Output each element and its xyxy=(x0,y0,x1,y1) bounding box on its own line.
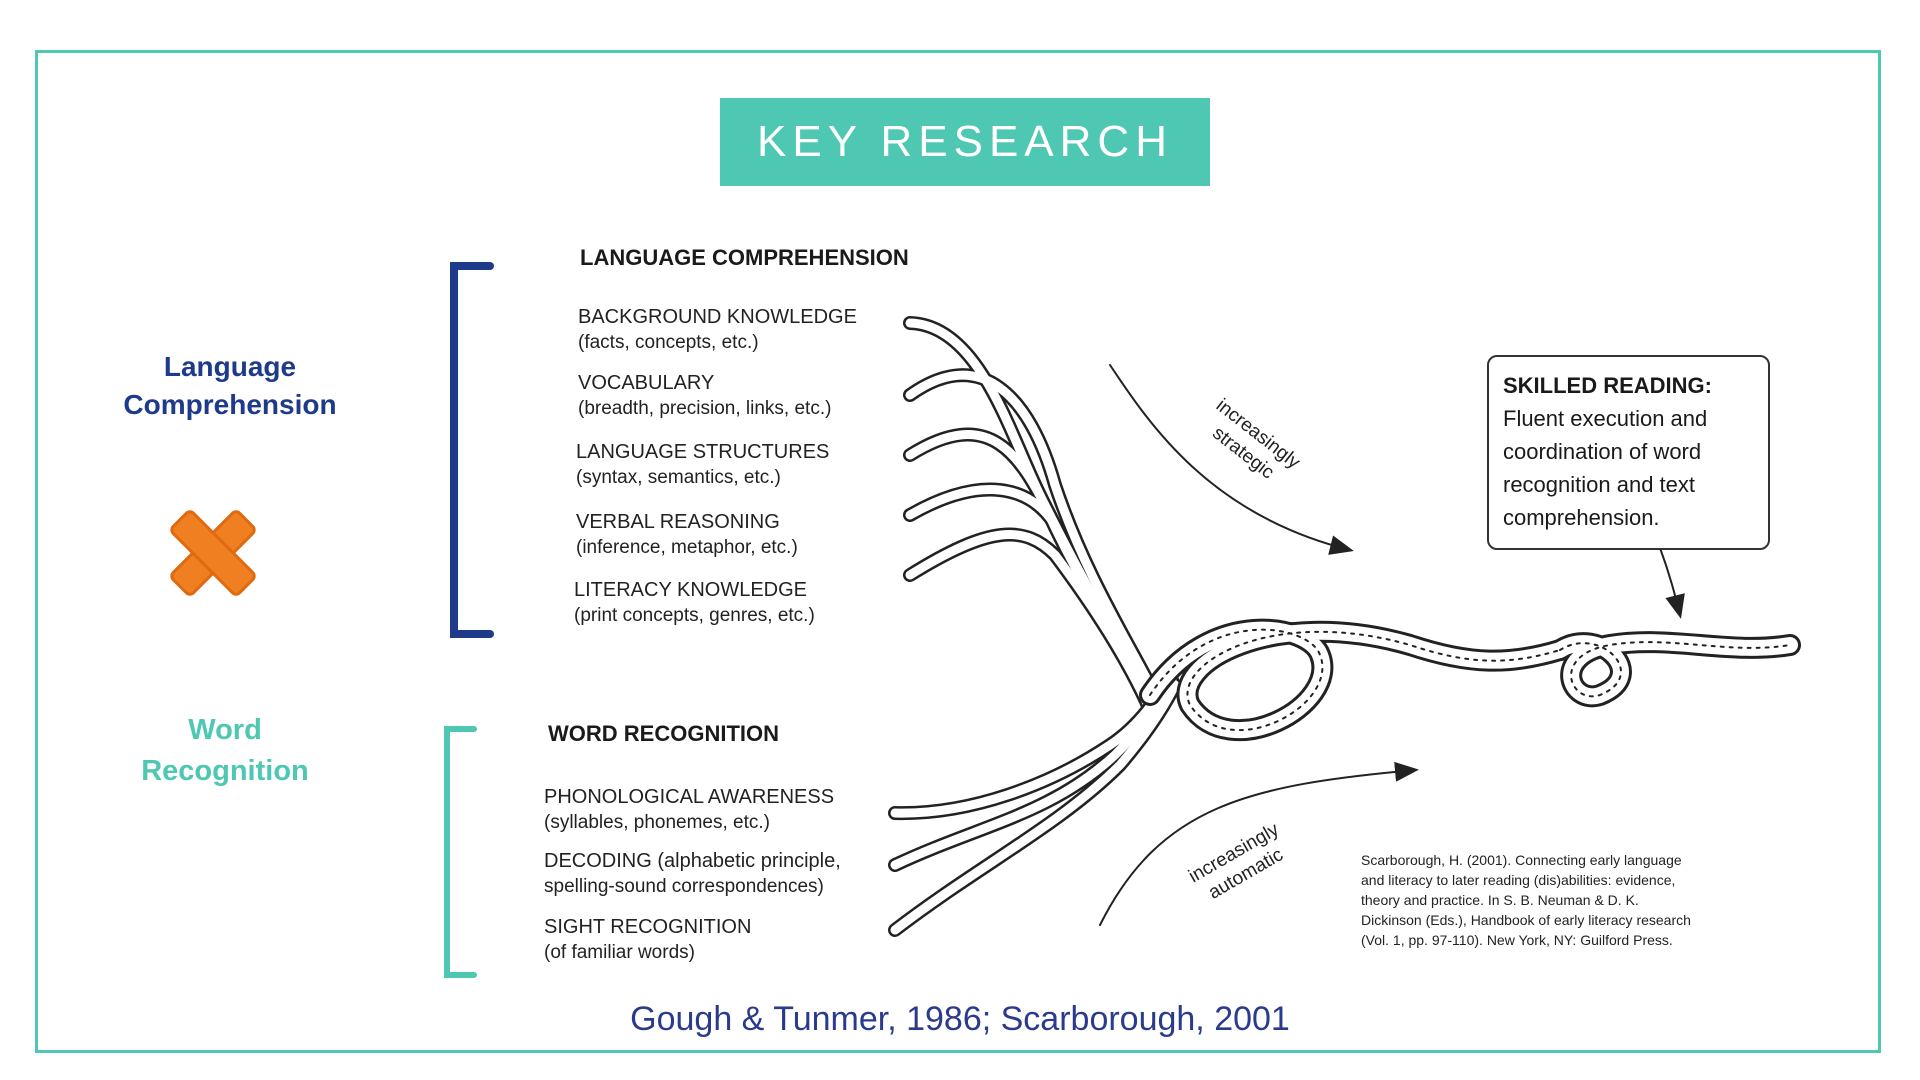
lc-item-detail: (print concepts, genres, etc.) xyxy=(574,605,815,626)
lc-item-detail: (inference, metaphor, etc.) xyxy=(576,537,798,558)
slide-title-text: KEY RESEARCH xyxy=(757,117,1173,166)
lc-item-detail: (facts, concepts, etc.) xyxy=(578,332,759,353)
skilled-reading-box: SKILLED READING: Fluent execution and co… xyxy=(1487,355,1770,550)
reference-line: Dickinson (Eds.), Handbook of early lite… xyxy=(1361,912,1691,928)
lc-item-literacy-knowledge: LITERACY KNOWLEDGE (print concepts, genr… xyxy=(574,578,815,628)
wr-item-label: PHONOLOGICAL AWARENESS xyxy=(544,786,835,808)
slide-title: KEY RESEARCH xyxy=(720,98,1210,186)
reference-line: (Vol. 1, pp. 97-110). New York, NY: Guil… xyxy=(1361,932,1673,948)
skilled-reading-line: coordination of word xyxy=(1503,439,1702,464)
lc-item-label: BACKGROUND KNOWLEDGE xyxy=(578,306,857,328)
language-comprehension-label: Language Comprehension xyxy=(80,348,380,424)
scarborough-reference: Scarborough, H. (2001). Connecting early… xyxy=(1361,850,1781,950)
rope-illustration xyxy=(888,316,1801,937)
word-recognition-label: Word Recognition xyxy=(75,710,375,792)
reference-line: Scarborough, H. (2001). Connecting early… xyxy=(1361,852,1682,868)
wr-item-phonological-awareness: PHONOLOGICAL AWARENESS (syllables, phone… xyxy=(544,785,834,835)
multiply-icon xyxy=(170,510,256,596)
reference-line: theory and practice. In S. B. Neuman & D… xyxy=(1361,892,1639,908)
language-comprehension-label-line-2: Comprehension xyxy=(123,389,337,420)
lc-item-label: LANGUAGE STRUCTURES xyxy=(576,441,830,463)
lc-item-label: VOCABULARY xyxy=(578,372,715,394)
wr-item-label: DECODING (alphabetic principle, xyxy=(544,850,841,872)
wr-item-detail: spelling-sound correspondences) xyxy=(544,876,824,897)
wr-item-detail: (syllables, phonemes, etc.) xyxy=(544,812,770,833)
language-comprehension-bracket xyxy=(450,262,494,638)
slide-frame xyxy=(35,50,1881,1053)
wr-item-label: SIGHT RECOGNITION xyxy=(544,916,752,938)
lc-item-language-structures: LANGUAGE STRUCTURES (syntax, semantics, … xyxy=(576,440,829,490)
lc-item-detail: (breadth, precision, links, etc.) xyxy=(578,398,832,419)
lc-item-label: VERBAL REASONING xyxy=(576,511,780,533)
skilled-reading-heading: SKILLED READING: xyxy=(1503,373,1712,398)
skilled-reading-line: Fluent execution and xyxy=(1503,406,1708,431)
wr-item-decoding: DECODING (alphabetic principle, spelling… xyxy=(544,849,841,899)
reading-rope-diagram: LANGUAGE COMPREHENSION BACKGROUND KNOWLE… xyxy=(510,225,1810,985)
skilled-reading-line: comprehension. xyxy=(1503,505,1660,530)
language-comprehension-label-line-1: Language xyxy=(163,351,297,382)
word-recognition-label-line-1: Word xyxy=(188,714,262,746)
wr-item-sight-recognition: SIGHT RECOGNITION (of familiar words) xyxy=(544,915,751,965)
word-recognition-bracket xyxy=(444,726,477,978)
reference-line: and literacy to later reading (dis)abili… xyxy=(1361,872,1676,888)
language-comprehension-heading: LANGUAGE COMPREHENSION xyxy=(580,245,909,270)
word-recognition-label-line-2: Recognition xyxy=(141,755,309,787)
lc-item-background-knowledge: BACKGROUND KNOWLEDGE (facts, concepts, e… xyxy=(578,305,857,355)
lc-item-detail: (syntax, semantics, etc.) xyxy=(576,467,781,488)
lc-item-verbal-reasoning: VERBAL REASONING (inference, metaphor, e… xyxy=(576,510,798,560)
lc-item-label: LITERACY KNOWLEDGE xyxy=(574,579,808,601)
wr-item-detail: (of familiar words) xyxy=(544,942,695,963)
skilled-reading-line: recognition and text xyxy=(1503,472,1696,497)
lc-item-vocabulary: VOCABULARY (breadth, precision, links, e… xyxy=(578,371,831,421)
footer-citation: Gough & Tunmer, 1986; Scarborough, 2001 xyxy=(630,1000,1290,1038)
word-recognition-heading: WORD RECOGNITION xyxy=(548,721,779,746)
